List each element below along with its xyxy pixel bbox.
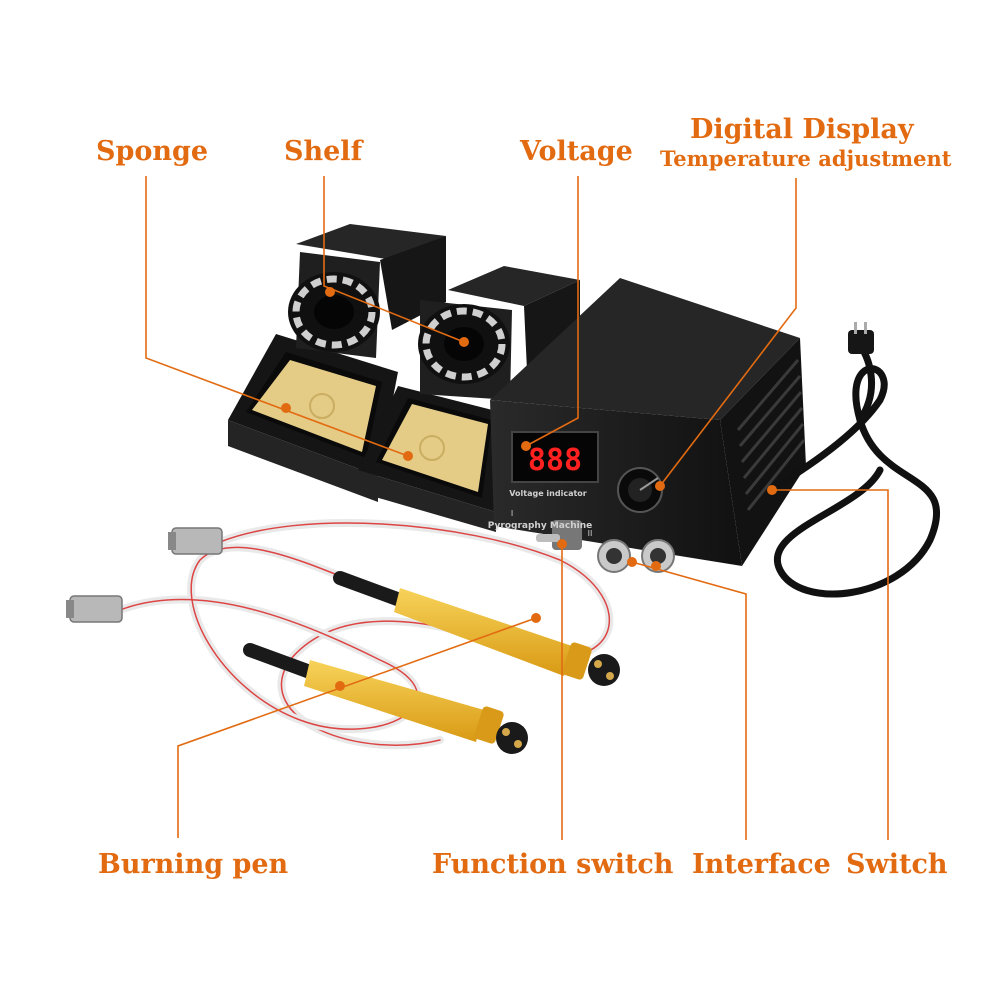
interface-leader <box>631 561 747 840</box>
shelf-label: Shelf <box>284 136 363 167</box>
left-pen-holder <box>288 224 446 358</box>
voltage-label: Voltage <box>520 136 633 167</box>
brand-label: Pyrography Machine <box>488 521 592 531</box>
sponge-label: Sponge <box>96 136 209 167</box>
leader-lines <box>145 176 889 840</box>
burning-pen-label: Burning pen <box>98 849 289 880</box>
temperature-adjustment-label: Temperature adjustment <box>660 146 952 171</box>
switch-leader <box>772 489 889 840</box>
upper-burning-pen <box>333 571 620 686</box>
pen-interface-port-2[interactable] <box>641 539 675 573</box>
shelf-leader <box>323 176 465 343</box>
port-label-i: I <box>511 509 513 518</box>
burning-pen-leader <box>177 617 537 838</box>
interface-label: Interface <box>692 849 831 880</box>
temperature-knob[interactable] <box>617 467 663 513</box>
lower-burning-pen <box>243 643 528 754</box>
voltage-indicator-label: Voltage indicator <box>509 489 587 498</box>
left-sponge-tray <box>228 334 398 502</box>
voltage-leader <box>525 176 579 447</box>
pen-interface-port-1[interactable] <box>597 539 631 573</box>
digital-display-label: Digital Display <box>690 114 914 145</box>
leader-dots <box>281 287 777 691</box>
sponge-leader <box>145 176 409 457</box>
display-readout: 888 <box>528 443 582 478</box>
function-switch-label: Function switch <box>432 849 674 880</box>
temperature-leader <box>659 178 797 487</box>
port-label-ii: II <box>588 529 593 538</box>
upper-cable-connector <box>168 527 223 555</box>
switch-label: Switch <box>846 849 948 880</box>
left-sponge <box>252 360 376 452</box>
lower-cable-connector <box>66 595 123 623</box>
right-sponge <box>382 404 488 492</box>
right-sponge-tray <box>358 386 508 532</box>
power-plug <box>848 322 874 354</box>
digital-display <box>511 431 599 483</box>
